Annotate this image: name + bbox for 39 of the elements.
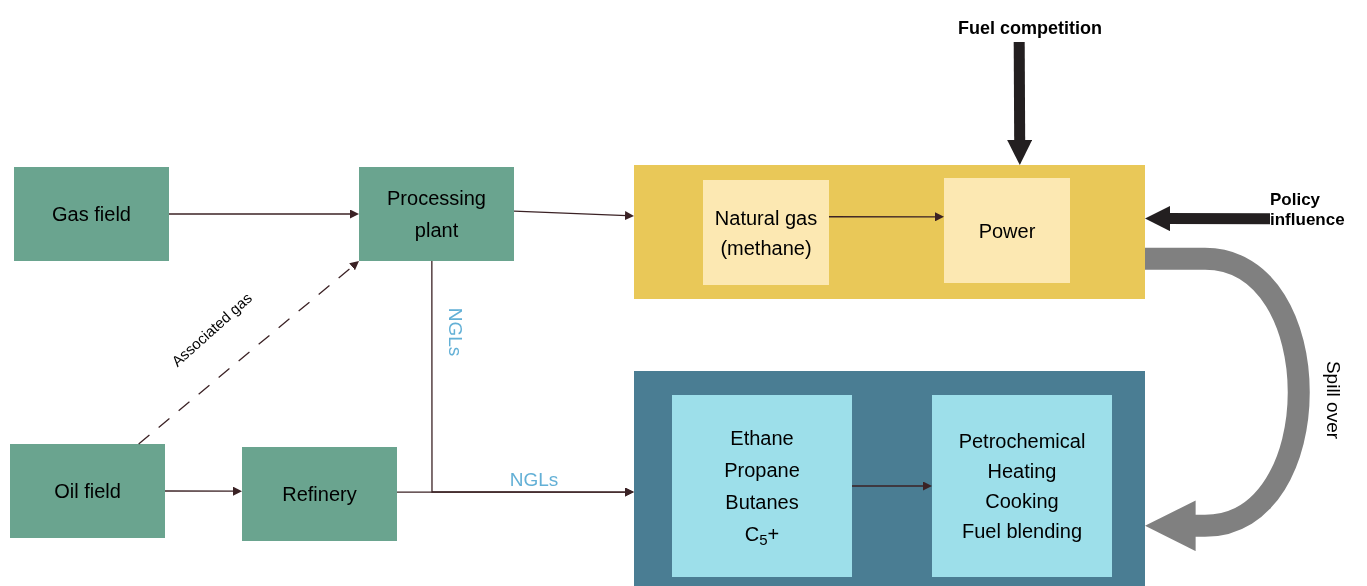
list-box	[672, 395, 852, 577]
node-text: Cooking	[985, 489, 1059, 514]
process-box	[242, 447, 397, 541]
node-text: Power	[978, 218, 1036, 244]
node-text: Policy influence	[1270, 190, 1346, 230]
process-box	[10, 444, 165, 538]
node-text: Butanes	[725, 490, 799, 515]
arrow	[1007, 42, 1033, 165]
process-box	[14, 167, 169, 261]
arrow	[164, 486, 242, 496]
node-text: Fuel competition	[958, 16, 1102, 40]
process-box	[944, 178, 1070, 283]
node-text: Gas field	[52, 202, 131, 227]
node-text: Natural gas (methane)	[713, 205, 819, 261]
node-text: Propane	[724, 458, 800, 483]
arrow	[138, 261, 359, 445]
node-text: Petrochemical	[958, 429, 1086, 454]
node-text: Heating	[987, 459, 1057, 484]
arrow	[828, 212, 944, 222]
node-text: C$_{5}$+	[744, 522, 780, 550]
node-text: Ethane	[730, 426, 794, 451]
arrow	[168, 209, 359, 219]
edge-label: NGLs	[509, 467, 559, 492]
arrow	[851, 481, 932, 491]
node-text: Fuel blending	[961, 519, 1083, 544]
band-panel	[634, 165, 1145, 299]
edge-label: NGLs	[444, 307, 468, 357]
node-text: Refinery	[282, 482, 357, 507]
arrow	[513, 210, 634, 221]
edge-label: Spill over	[1322, 360, 1346, 440]
arrow	[396, 487, 634, 497]
band-panel	[634, 371, 1145, 586]
process-box	[703, 180, 829, 285]
node-text: Processing plant	[386, 186, 487, 243]
list-box	[932, 395, 1112, 577]
process-box	[359, 167, 514, 261]
arrow	[1145, 247, 1310, 552]
arrow	[1145, 205, 1270, 232]
node-text: Oil field	[54, 479, 121, 504]
